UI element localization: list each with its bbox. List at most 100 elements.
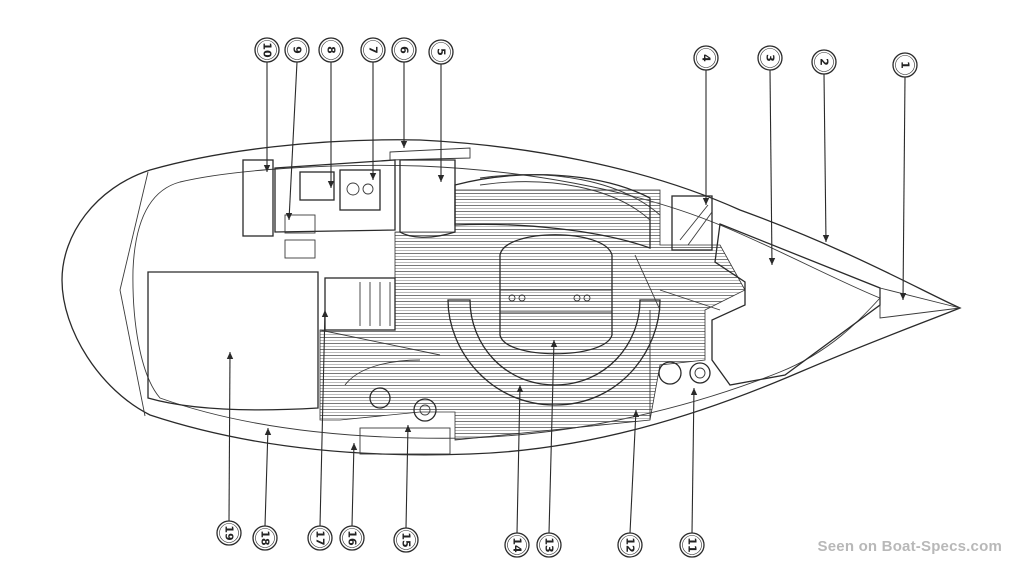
callout-leader [405,424,409,529]
cabin-sole-planking [319,189,746,441]
callout-2: 2 [811,49,837,243]
callout-circle [360,37,386,63]
callout-number: 9 [291,46,304,54]
callout-16: 16 [339,442,365,551]
callout-7: 7 [360,37,386,180]
starboard-settee [454,174,651,249]
galley-sink [339,169,381,211]
callout-circle-inner [696,48,716,68]
callout-circle-inner [814,52,834,72]
callout-leader [319,309,326,527]
callout-number: 14 [511,537,524,553]
callout-number: 10 [261,42,274,58]
callout-number: 17 [314,530,327,545]
callout-number: 16 [346,530,359,546]
callout-leader [769,69,773,266]
callout-circle [693,45,719,71]
callout-number: 2 [818,58,831,66]
callout-3: 3 [757,45,783,266]
callout-arrowhead [899,293,907,300]
callout-number: 8 [325,46,338,54]
u-shaped-dinette [447,299,661,406]
stove [299,171,335,201]
callout-number: 12 [624,537,637,552]
callout-number: 11 [686,537,699,552]
callout-circle [318,37,344,63]
callout-circle-inner [431,42,451,62]
callout-number: 19 [223,525,236,540]
callout-leader [548,339,555,534]
galley-counter [274,159,396,233]
callout-arrowhead [226,352,234,359]
watermark: Seen on Boat-Specs.com [817,538,1002,555]
callout-9: 9 [284,37,310,221]
callout-circle [892,52,918,78]
callout-circle-inner [682,535,702,555]
callout-arrowhead [437,175,445,182]
companionway-steps [324,277,396,331]
callout-arrowhead [369,173,377,180]
callout-arrowhead [516,385,524,392]
callout-5: 5 [428,39,454,182]
callout-arrowhead [321,310,329,317]
callout-circle [757,45,783,71]
callout-leader [264,427,269,527]
callout-circle-inner [255,528,275,548]
callout-circle [391,37,417,63]
callout-number: 3 [764,54,777,62]
callout-number: 6 [398,46,411,54]
callout-leader [691,387,695,534]
callout-arrowhead [822,235,830,242]
callout-circle-inner [760,48,780,68]
callout-number: 1 [899,61,912,69]
forward-v-berth [711,223,881,386]
callout-circle [393,527,419,553]
callout-leader [516,384,521,534]
callout-circle [428,39,454,65]
callout-18: 18 [252,427,278,551]
callout-4: 4 [693,45,719,205]
callout-6: 6 [391,37,417,148]
callout-arrowhead [264,428,272,435]
callout-leader [288,61,298,221]
callout-circle [254,37,280,63]
callout-circle-inner [310,528,330,548]
callout-leader [902,76,906,301]
callout-circle-inner [895,55,915,75]
callout-number: 13 [543,537,556,552]
callout-circle [307,525,333,551]
dinette-table [499,234,613,355]
callout-leader [629,409,637,534]
callout-circle [339,525,365,551]
aft-bulkhead [242,159,274,237]
aft-quarter-berth [147,271,319,411]
ice-box [399,159,456,238]
callout-number: 7 [367,46,380,54]
callout-arrowhead [702,198,710,205]
callout-circle-inner [219,523,239,543]
callout-circle-inner [287,40,307,60]
callout-circle [617,532,643,558]
callout-arrowhead [327,181,335,188]
callout-number: 4 [700,54,713,62]
callout-arrowhead [350,443,358,450]
callout-arrowhead [550,340,558,347]
callout-circle-inner [394,40,414,60]
callout-leader [228,351,231,522]
hull-outline [61,139,962,456]
callout-circle-inner [257,40,277,60]
callout-arrowhead [632,410,640,417]
callout-circle-inner [539,535,559,555]
callout-number: 18 [259,530,272,545]
callout-circle-inner [321,40,341,60]
callout-12: 12 [617,409,643,558]
callout-circle [811,49,837,75]
callout-circle-inner [363,40,383,60]
callout-10: 10 [254,37,280,172]
callout-circle [216,520,242,546]
hanging-locker [671,195,713,251]
callout-1: 1 [892,52,918,301]
callout-13: 13 [536,339,562,558]
